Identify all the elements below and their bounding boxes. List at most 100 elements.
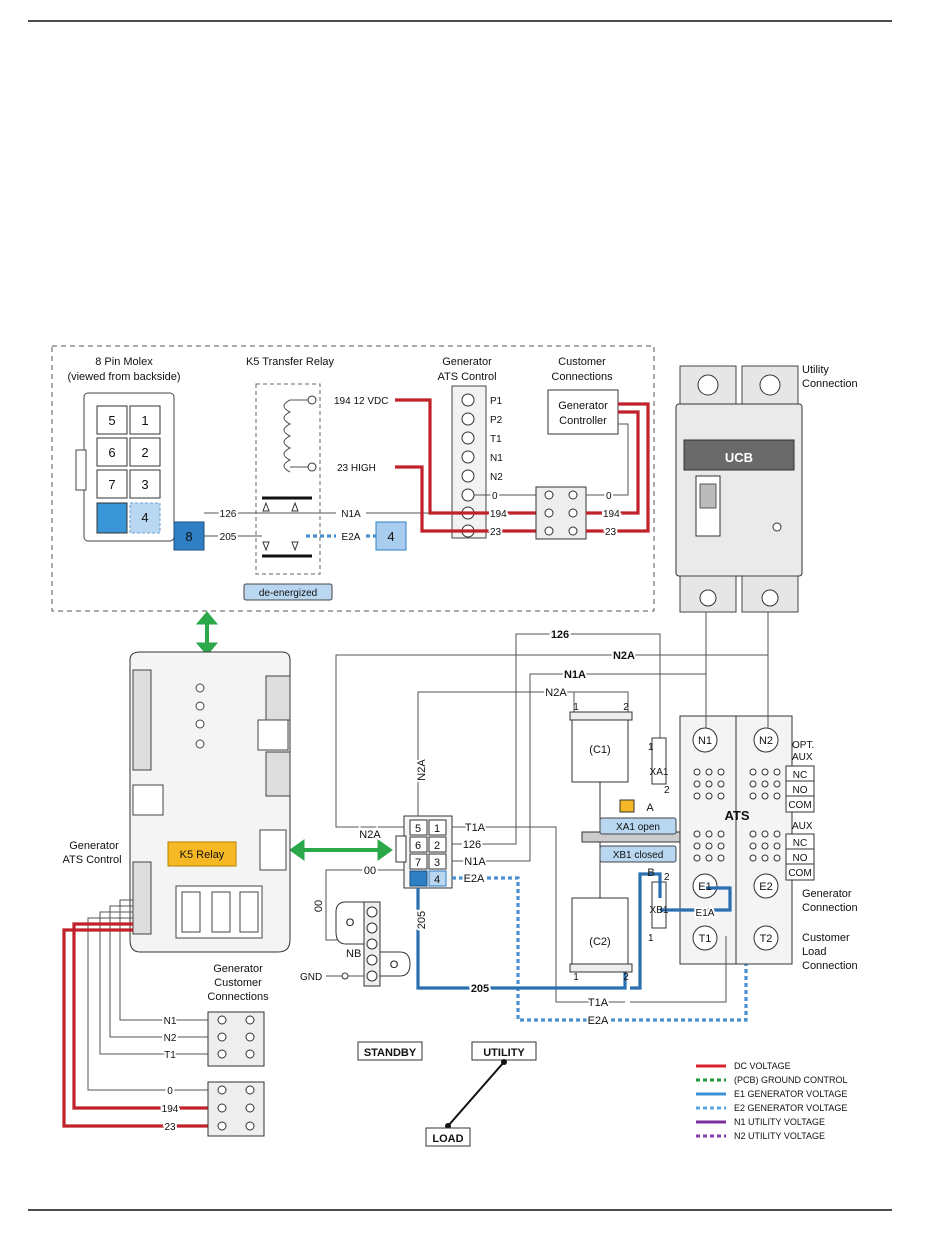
gen-ats-term-n2: N2 [490,472,503,483]
harness-pin-1: 1 [434,823,440,835]
harness-wire-n2a-vert: N2A [416,759,428,781]
wire-194-customer [586,410,640,515]
legend-label: (PCB) GROUND CONTROL [734,1075,848,1085]
harness-wire-126: 126 [463,839,481,851]
ats-no: NO [793,785,808,796]
utility-label: UTILITY [483,1047,525,1059]
molex-pin-7: 7 [108,477,115,492]
gen-ats-term-n1: N1 [490,453,503,464]
harness-pin-4: 4 [434,874,440,886]
relay-terminal-23 [307,462,317,472]
harness-pin-3: 3 [434,857,440,869]
wire-194-gcc [72,922,208,1110]
gcc-title3: Connections [207,991,269,1003]
harness-pin-2: 2 [434,840,440,852]
ats-a: A [646,802,654,814]
load-connection-label: Customer [802,932,850,944]
gcc-0: 0 [167,1086,173,1097]
harness-wire-t1a: T1A [465,822,486,834]
load-connection-label2: Load [802,946,826,958]
customer-title: Customer [558,356,606,368]
ats-e1a: E1A [696,908,715,919]
customer-wire-194: 194 [603,509,620,520]
nb-label: NB [346,948,361,960]
harness-wire-e2a: E2A [464,873,485,885]
wire-e1a [660,886,732,912]
ats-xb1-pin1: 1 [648,933,654,944]
ats-xb1: XB1 [650,905,669,916]
ats-c2: (C2) [589,936,610,948]
gen-ats-term-p2: P2 [490,415,503,426]
legend-label: E1 GENERATOR VOLTAGE [734,1089,847,1099]
legend-label: N2 UTILITY VOLTAGE [734,1131,825,1141]
molex-pin-2: 2 [141,445,148,460]
ats-no2: NO [793,853,808,864]
gen-ats-term-p1: P1 [490,396,503,407]
harness-wire-n1a: N1A [464,856,486,868]
xa1-open-badge [599,817,677,835]
link-arrow-horizontal [289,839,393,861]
gen-ats-wire-0: 0 [492,491,498,502]
top-wire-n1a: N1A [564,669,586,681]
harness-pin-6: 6 [415,840,421,852]
wire-126 [452,633,661,845]
legend-label: E2 GENERATOR VOLTAGE [734,1103,847,1113]
nb-o2: O [390,959,399,971]
wire-t1a [452,826,625,1003]
gen-ats-wire-194: 194 [490,509,507,520]
wire-194-dc [395,398,536,515]
ats-nc2: NC [793,838,807,849]
gen-ats-wire-23: 23 [490,527,502,538]
customer-subtitle: Connections [551,371,613,383]
ats-e1: E1 [698,881,711,893]
ats-b: B [647,867,654,879]
gcc-194: 194 [162,1104,179,1115]
harness-pin-5: 5 [415,823,421,835]
molex-pin-5: 5 [108,413,115,428]
ats-c1: (C1) [589,744,610,756]
molex-subtitle: (viewed from backside) [67,371,180,383]
pin-8-label: 8 [185,529,192,544]
ats-aux2: AUX [792,821,813,832]
gcc-23: 23 [164,1122,176,1133]
ats-n2: N2 [759,735,773,747]
gcc-n1: N1 [164,1016,177,1027]
relay-title: K5 Transfer Relay [246,356,335,368]
relay-state-label: de-energized [259,588,317,599]
xa1-open-label: XA1 open [616,822,660,833]
gcc-t1: T1 [164,1050,176,1061]
gcc-terminal-block-2 [207,1081,265,1137]
controller-label2: ATS Control [62,854,121,866]
generator-controller-label: Generator [558,400,608,412]
ucb-label: UCB [725,450,753,465]
ats-opt: OPT. [792,740,814,751]
utility-connection-label2: Connection [802,378,858,390]
wire-n2a-inner [417,691,629,816]
ground-icon [341,972,349,980]
ats-t1: T1 [699,933,712,945]
load-label: LOAD [432,1133,463,1145]
molex-title: 8 Pin Molex [95,356,153,368]
wire-23-gcc [62,928,208,1128]
customer-terminal-block [535,486,587,540]
gen-ats-terminal-strip [451,385,487,539]
relay-terminal-194 [307,395,317,405]
neutral-block [335,901,411,987]
ats-c1-pin2: 2 [623,702,629,713]
molex-pin-3: 3 [141,477,148,492]
ats-c1-pin1: 1 [573,702,579,713]
molex-connector [75,392,175,542]
ats-com2: COM [788,868,811,879]
harness-pin-7: 7 [415,857,421,869]
harness-connector [395,815,453,889]
ats-n1: N1 [698,735,712,747]
relay-detail-panel [51,345,655,612]
utility-circuit-breaker [675,365,803,613]
harness-wire-00: 00 [364,865,376,877]
molex-pin-1: 1 [141,413,148,428]
wire-e2a [452,876,748,1022]
gnd-label: GND [300,972,322,983]
ats-xa1-pin2: 2 [664,785,670,796]
harness-wire-n2a-left: N2A [359,829,381,841]
